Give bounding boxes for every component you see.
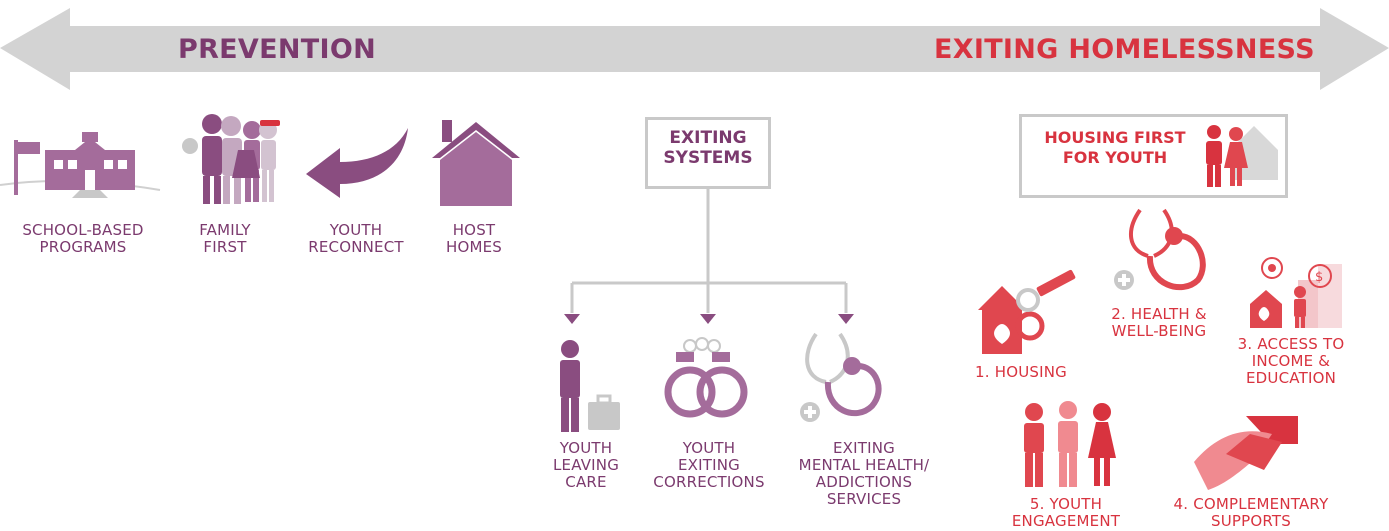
- svg-text:$: $: [1315, 270, 1323, 285]
- youth-with-suitcase-icon: [560, 340, 620, 432]
- double-headed-arrow: [0, 8, 1389, 90]
- principle-label-health: 2. HEALTH &WELL-BEING: [1111, 305, 1207, 340]
- house-keys-icon: [978, 269, 1076, 354]
- house-icon: [432, 120, 520, 206]
- stethoscope-icon: [1114, 208, 1206, 291]
- couple-with-house-icon: [1206, 125, 1278, 187]
- exiting-systems-connectors: [564, 188, 854, 324]
- curved-arrow-icon: [306, 128, 408, 198]
- exiting-systems-box: [645, 117, 771, 189]
- principle-label-housing: 1. HOUSING: [975, 363, 1067, 381]
- family-icon: [182, 114, 280, 204]
- stethoscope-icon: [800, 332, 882, 422]
- exiting-homelessness-heading: EXITING HOMELESSNESS: [934, 34, 1315, 65]
- income-education-icon: $: [1250, 257, 1342, 328]
- school-icon: [0, 132, 161, 198]
- prevention-heading: PREVENTION: [178, 34, 376, 65]
- youth-group-icon: [1024, 401, 1116, 487]
- handcuffs-icon: [664, 337, 748, 418]
- handshake-icon: [1194, 416, 1298, 490]
